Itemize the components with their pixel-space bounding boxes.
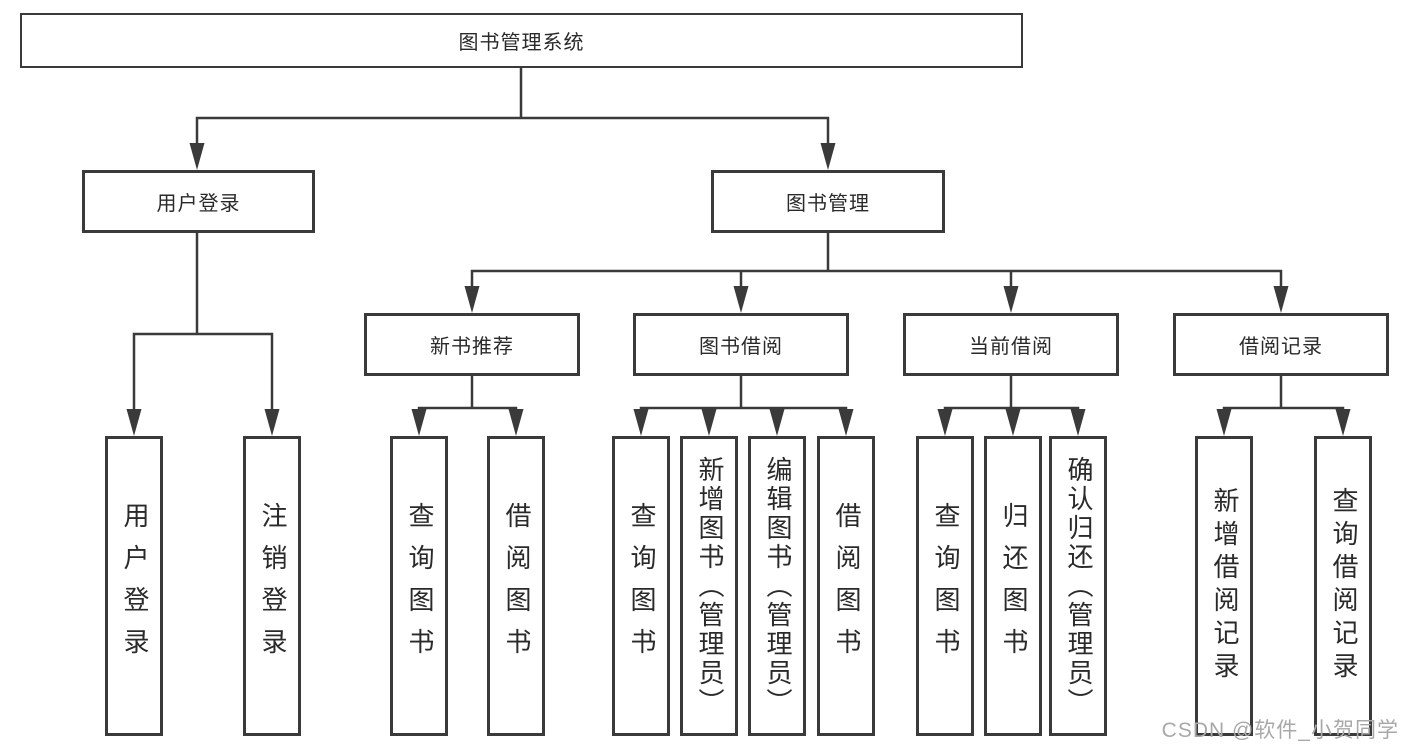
node-root-system: 图书管理系统 — [20, 13, 1023, 68]
leaf-edit-book-admin: 编辑图书（管理员） — [748, 436, 806, 736]
leaf-query-borrow-record: 查询借阅记录 — [1314, 436, 1372, 736]
leaf-add-borrow-record: 新增借阅记录 — [1195, 436, 1253, 736]
leaf-borrow-book-1: 借阅图书 — [487, 436, 545, 736]
arrowhead-book-mgmt — [820, 143, 836, 170]
node-borrow-record: 借阅记录 — [1173, 313, 1389, 376]
arrowhead-user-login — [189, 143, 205, 170]
leaf-query-book-3: 查询图书 — [916, 436, 974, 736]
leaf-query-book-2: 查询图书 — [612, 436, 670, 736]
node-current-borrow: 当前借阅 — [903, 313, 1119, 376]
leaf-return-book: 归还图书 — [984, 436, 1042, 736]
connector-level2-rail — [195, 116, 830, 146]
node-book-borrow: 图书借阅 — [633, 313, 849, 376]
node-user-login: 用户登录 — [82, 170, 315, 233]
leaf-add-book-admin: 新增图书（管理员） — [680, 436, 738, 736]
leaf-user-login: 用户登录 — [105, 436, 163, 736]
node-new-book-recommend: 新书推荐 — [364, 313, 580, 376]
leaf-query-book-1: 查询图书 — [390, 436, 448, 736]
node-book-management: 图书管理 — [711, 170, 945, 233]
connector-level3-rail — [470, 269, 1283, 289]
leaf-logout: 注销登录 — [243, 436, 301, 736]
leaf-borrow-book-2: 借阅图书 — [817, 436, 875, 736]
leaf-confirm-return-admin: 确认归还（管理员） — [1049, 436, 1107, 736]
connector-user-login-rail — [132, 332, 274, 412]
